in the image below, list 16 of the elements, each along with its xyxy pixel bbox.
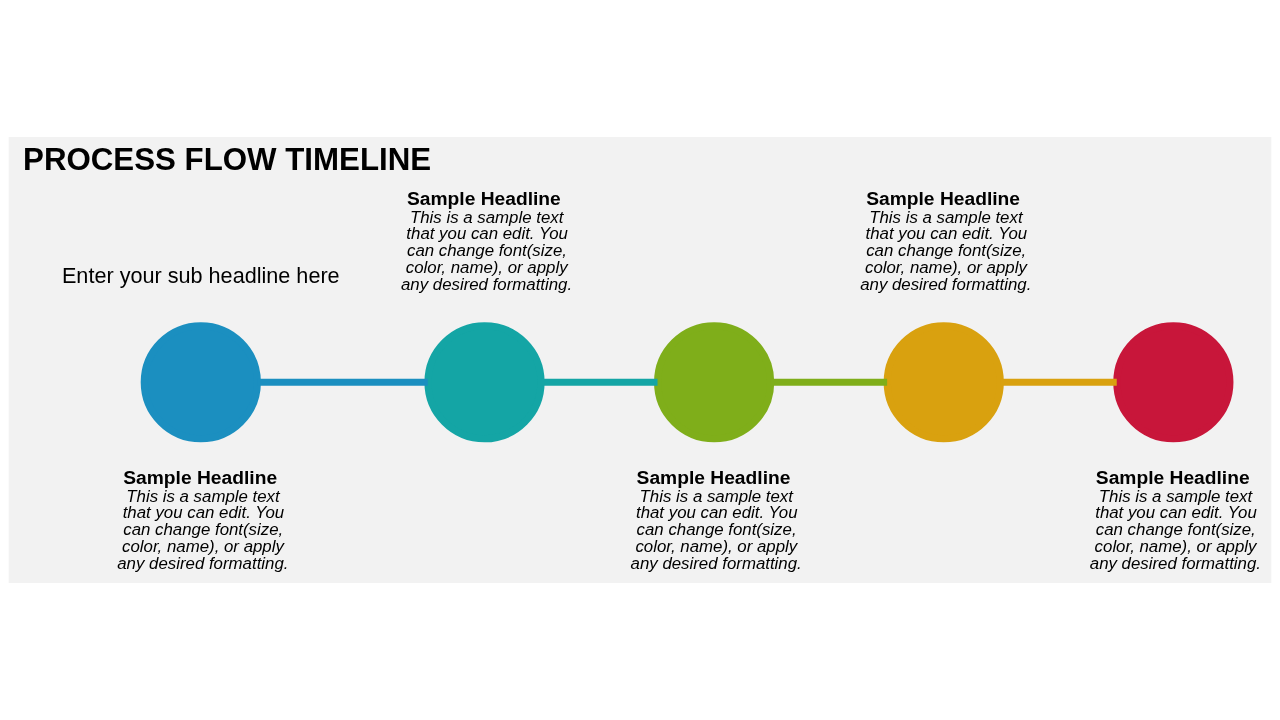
label: Enter your sub headline here — [61, 262, 340, 288]
node-circle — [654, 322, 775, 443]
node-label: Sample Headline — [406, 188, 561, 210]
node-circle — [140, 322, 261, 443]
node-circle — [1113, 322, 1234, 443]
connector — [541, 378, 658, 386]
connector — [257, 378, 428, 386]
node-label: Sample Headline — [866, 188, 1021, 210]
connector — [770, 378, 888, 386]
node-label: Sample Headline — [636, 467, 791, 489]
diagram-title: PROCESS FLOW TIMELINE — [23, 142, 432, 178]
node-label: Sample Headline — [123, 467, 278, 489]
node-label: Sample Headline — [1095, 467, 1250, 489]
node-circle — [883, 322, 1004, 443]
connector — [1000, 378, 1117, 386]
node-circle — [424, 322, 545, 443]
